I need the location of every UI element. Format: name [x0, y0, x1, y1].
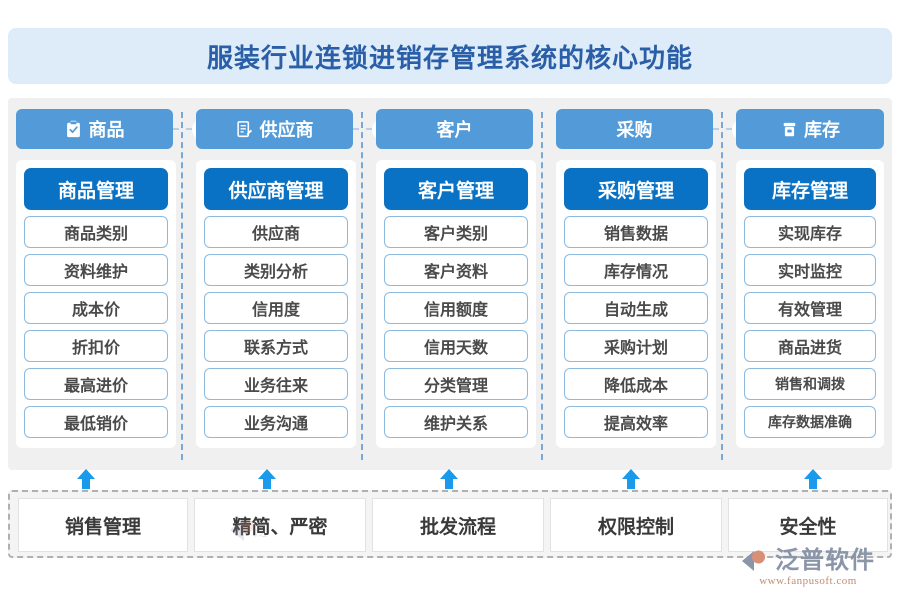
column-item[interactable]: 自动生成	[564, 292, 708, 324]
column-item[interactable]: 供应商	[204, 216, 348, 248]
document-pen-icon	[236, 119, 254, 139]
page-title-bar: 服装行业连锁进销存管理系统的核心功能	[8, 28, 892, 84]
column-item[interactable]: 实现库存	[744, 216, 876, 248]
arrow-up-icon	[620, 468, 642, 490]
logo-url: www.fanpusoft.com	[759, 575, 857, 587]
column-separator	[181, 112, 183, 460]
tab-label: 商品	[88, 120, 125, 140]
column-item[interactable]: 商品类别	[24, 216, 168, 248]
column-item[interactable]: 商品进货	[744, 330, 876, 362]
footer-row: 销售管理 精简、严密 批发流程 权限控制 安全性	[18, 498, 888, 552]
column-header[interactable]: 库存管理	[744, 168, 876, 210]
footer-box[interactable]: 安全性	[728, 498, 888, 552]
column-separator	[361, 112, 363, 460]
column-item[interactable]: 业务沟通	[204, 406, 348, 438]
column-item[interactable]: 销售和调拨	[744, 368, 876, 400]
box-archive-icon	[780, 119, 798, 139]
column-item[interactable]: 信用额度	[384, 292, 528, 324]
tab-label: 客户	[436, 120, 473, 140]
column-separator	[721, 112, 723, 460]
arrow-up-icon	[256, 468, 278, 490]
tab-采购[interactable]: 采购	[556, 109, 713, 149]
tab-label: 供应商	[259, 120, 314, 140]
column-header[interactable]: 供应商管理	[204, 168, 348, 210]
connector-dash-left	[173, 128, 192, 130]
connector-dash-left	[713, 128, 732, 130]
column-客户管理: 客户管理 客户类别 客户资料 信用额度 信用天数 分类管理 维护关系	[376, 160, 536, 448]
column-item[interactable]: 折扣价	[24, 330, 168, 362]
arrow-up-icon	[438, 468, 460, 490]
tab-商品[interactable]: 商品	[16, 109, 173, 149]
column-item[interactable]: 信用度	[204, 292, 348, 324]
column-供应商管理: 供应商管理 供应商 类别分析 信用度 联系方式 业务往来 业务沟通	[196, 160, 356, 448]
footer-box[interactable]: 批发流程	[372, 498, 544, 552]
column-item[interactable]: 资料维护	[24, 254, 168, 286]
column-item[interactable]: 库存数据准确	[744, 406, 876, 438]
column-item[interactable]: 客户资料	[384, 254, 528, 286]
column-item[interactable]: 提高效率	[564, 406, 708, 438]
column-header[interactable]: 采购管理	[564, 168, 708, 210]
column-item[interactable]: 分类管理	[384, 368, 528, 400]
column-separator	[541, 112, 543, 460]
column-item[interactable]: 业务往来	[204, 368, 348, 400]
column-header[interactable]: 商品管理	[24, 168, 168, 210]
arrow-up-icon	[802, 468, 824, 490]
column-商品管理: 商品管理 商品类别 资料维护 成本价 折扣价 最高进价 最低销价	[16, 160, 176, 448]
tab-row: 商品 供应商 客户	[8, 98, 892, 152]
page-title: 服装行业连锁进销存管理系统的核心功能	[206, 42, 693, 73]
column-item[interactable]: 类别分析	[204, 254, 348, 286]
column-item[interactable]: 销售数据	[564, 216, 708, 248]
clipboard-check-icon	[65, 119, 83, 139]
footer-panel: 销售管理 精简、严密 批发流程 权限控制 安全性	[8, 490, 892, 558]
tab-库存[interactable]: 库存	[736, 109, 884, 149]
tab-label: 采购	[616, 120, 653, 140]
column-item[interactable]: 最高进价	[24, 368, 168, 400]
arrow-up-icon	[75, 468, 97, 490]
column-item[interactable]: 联系方式	[204, 330, 348, 362]
column-item[interactable]: 采购计划	[564, 330, 708, 362]
column-item[interactable]: 客户类别	[384, 216, 528, 248]
main-panel: 商品 供应商 客户	[8, 98, 892, 470]
column-header[interactable]: 客户管理	[384, 168, 528, 210]
footer-box[interactable]: 权限控制	[550, 498, 722, 552]
column-item[interactable]: 最低销价	[24, 406, 168, 438]
footer-box[interactable]: 销售管理	[18, 498, 188, 552]
column-库存管理: 库存管理 实现库存 实时监控 有效管理 商品进货 销售和调拨 库存数据准确	[736, 160, 884, 448]
connector-dash-left	[353, 128, 372, 130]
tab-供应商[interactable]: 供应商	[196, 109, 353, 149]
column-item[interactable]: 有效管理	[744, 292, 876, 324]
column-采购管理: 采购管理 销售数据 库存情况 自动生成 采购计划 降低成本 提高效率	[556, 160, 716, 448]
column-item[interactable]: 信用天数	[384, 330, 528, 362]
tab-label: 库存	[804, 120, 840, 140]
tab-客户[interactable]: 客户	[376, 109, 533, 149]
column-item[interactable]: 库存情况	[564, 254, 708, 286]
column-item[interactable]: 降低成本	[564, 368, 708, 400]
column-item[interactable]: 实时监控	[744, 254, 876, 286]
column-item[interactable]: 维护关系	[384, 406, 528, 438]
footer-box[interactable]: 精简、严密	[194, 498, 366, 552]
column-item[interactable]: 成本价	[24, 292, 168, 324]
